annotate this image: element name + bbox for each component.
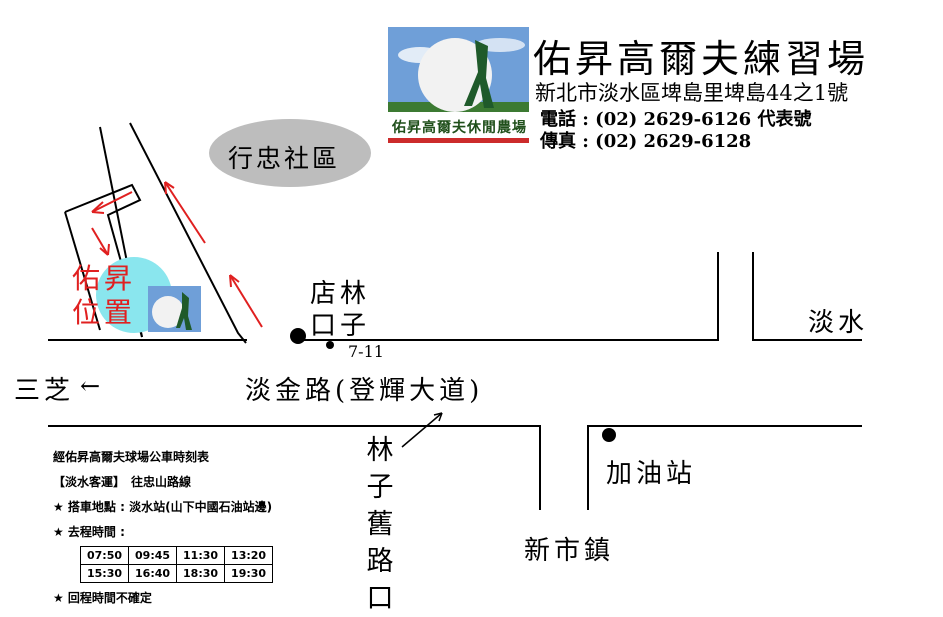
gas-station-dot (602, 428, 616, 442)
fax: 傳真 : (02) 2629-6128 (540, 131, 752, 152)
table-row: 07:50 09:45 11:30 13:20 (79, 546, 274, 565)
west-arrow: ← (80, 372, 101, 400)
page-title: 佑昇高爾夫練習場 (533, 37, 870, 81)
west-label: 三芝 (14, 376, 75, 406)
table-cell: 13:20 (224, 546, 274, 565)
table-cell: 19:30 (224, 564, 274, 583)
junction-dot (290, 328, 306, 344)
schedule-title: 經佑昇高爾夫球場公車時刻表 (53, 450, 210, 464)
community-oval (209, 119, 371, 187)
schedule-departure-label: ★ 去程時間 : (53, 525, 125, 539)
logo-caption: 佑昇高爾夫休閒農場 (392, 120, 527, 136)
table-row: 15:30 16:40 18:30 19:30 (79, 564, 274, 583)
main-road (48, 252, 862, 341)
schedule-operator: 【淡水客運】 往忠山路線 (53, 475, 192, 489)
phone: 電話 : (02) 2629-6126 代表號 (540, 109, 812, 130)
lane-label: 林子舊路口 (366, 435, 394, 614)
destination-logo (148, 286, 201, 332)
schedule-times-table: 07:50 09:45 11:30 13:20 15:30 16:40 18:3… (79, 546, 274, 583)
table-cell: 18:30 (176, 564, 226, 583)
table-cell: 09:45 (128, 546, 178, 565)
store-label: 7-11 (348, 342, 384, 361)
store-dot (326, 341, 334, 349)
east-label: 淡水 (808, 308, 869, 338)
address: 新北市淡水區埤島里埤島44之1號 (535, 81, 849, 105)
lane-arrow (401, 412, 443, 448)
junction-label: 店林口子 (310, 279, 371, 341)
destination-label: 佑昇位置 (72, 262, 137, 329)
schedule-return-note: ★ 回程時間不確定 (53, 591, 152, 605)
table-cell: 07:50 (79, 546, 130, 565)
schedule-stop: ★ 搭車地點 : 淡水站(山下中國石油站邊) (53, 500, 273, 514)
gas-station-label: 加油站 (606, 459, 697, 489)
main-road-label: 淡金路(登輝大道) (245, 376, 484, 406)
header-logo (388, 27, 529, 143)
table-cell: 15:30 (79, 564, 130, 583)
table-cell: 16:40 (128, 564, 178, 583)
town-label: 新市鎮 (524, 536, 615, 566)
lower-road (48, 425, 862, 510)
community-label: 行忠社區 (228, 144, 341, 173)
bus-schedule: 經佑昇高爾夫球場公車時刻表 【淡水客運】 往忠山路線 ★ 搭車地點 : 淡水站(… (53, 448, 274, 614)
route-arrows (91, 181, 263, 328)
table-cell: 11:30 (176, 546, 226, 565)
